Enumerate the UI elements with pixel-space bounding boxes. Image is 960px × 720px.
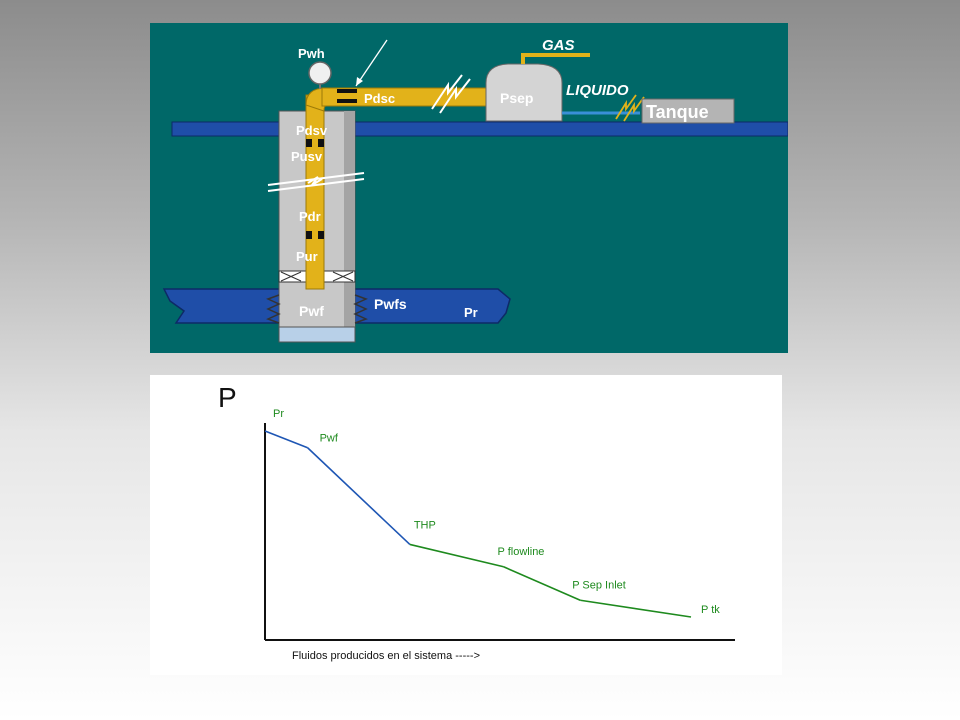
label-pdr: Pdr bbox=[299, 209, 321, 224]
point-label: THP bbox=[414, 519, 436, 531]
choke-marker-top bbox=[337, 89, 357, 93]
safety-valve-marker-left bbox=[306, 139, 312, 147]
label-pwh: Pwh bbox=[298, 46, 325, 61]
gas-outlet-pipe bbox=[521, 53, 590, 64]
pressure-line-segment bbox=[409, 543, 504, 568]
casing-bottom bbox=[278, 326, 356, 343]
label-pur: Pur bbox=[296, 249, 318, 264]
chart-background bbox=[150, 375, 782, 675]
pressure-profile-chart: P Fluidos producidos en el sistema -----… bbox=[150, 375, 782, 675]
point-label: Pr bbox=[273, 408, 284, 420]
perforations-right bbox=[353, 294, 368, 324]
ground-surface bbox=[171, 121, 788, 137]
point-label: P tk bbox=[701, 604, 720, 616]
label-gas: GAS bbox=[542, 37, 575, 54]
point-label: Pwf bbox=[320, 433, 339, 445]
packer-cross bbox=[280, 271, 354, 282]
pressure-line-segment bbox=[264, 430, 308, 449]
label-liquido: LIQUIDO bbox=[566, 82, 629, 99]
label-psep: Psep bbox=[500, 90, 533, 106]
restriction-marker-right bbox=[318, 231, 324, 239]
pressure-line-segment bbox=[307, 447, 411, 546]
liquid-line-break bbox=[615, 94, 645, 122]
safety-valve-marker-right bbox=[318, 139, 324, 147]
x-axis-title: Fluidos producidos en el sistema -----> bbox=[292, 650, 480, 662]
perforations-left bbox=[266, 294, 281, 324]
label-pusv: Pusv bbox=[291, 149, 323, 164]
pressure-line-segment bbox=[580, 599, 692, 618]
well-system-diagram: Pwh Pdsc Psep GAS LIQUIDO Tanque Pdsv Pu… bbox=[150, 23, 788, 353]
label-pdsv: Pdsv bbox=[296, 123, 328, 138]
choke-marker-bottom bbox=[337, 99, 357, 103]
indicator-arrow bbox=[355, 39, 388, 87]
casing-break-zigzag bbox=[307, 176, 323, 186]
arrow-head bbox=[356, 77, 363, 86]
point-label: P Sep Inlet bbox=[572, 579, 626, 591]
storage-tank bbox=[641, 98, 735, 124]
label-pwfs: Pwfs bbox=[374, 296, 407, 312]
point-label: P flowline bbox=[498, 546, 545, 558]
separator-vessel bbox=[485, 63, 563, 122]
pressure-gauge bbox=[308, 61, 332, 85]
label-pr: Pr bbox=[464, 305, 478, 320]
casing-shading bbox=[344, 111, 355, 327]
flowline-break bbox=[431, 74, 471, 114]
label-pdsc: Pdsc bbox=[364, 91, 395, 106]
y-axis-title: P bbox=[218, 382, 237, 413]
pressure-line-segment bbox=[503, 566, 581, 601]
restriction-marker-left bbox=[306, 231, 312, 239]
label-tanque: Tanque bbox=[646, 102, 709, 122]
label-pwf: Pwf bbox=[299, 303, 324, 319]
